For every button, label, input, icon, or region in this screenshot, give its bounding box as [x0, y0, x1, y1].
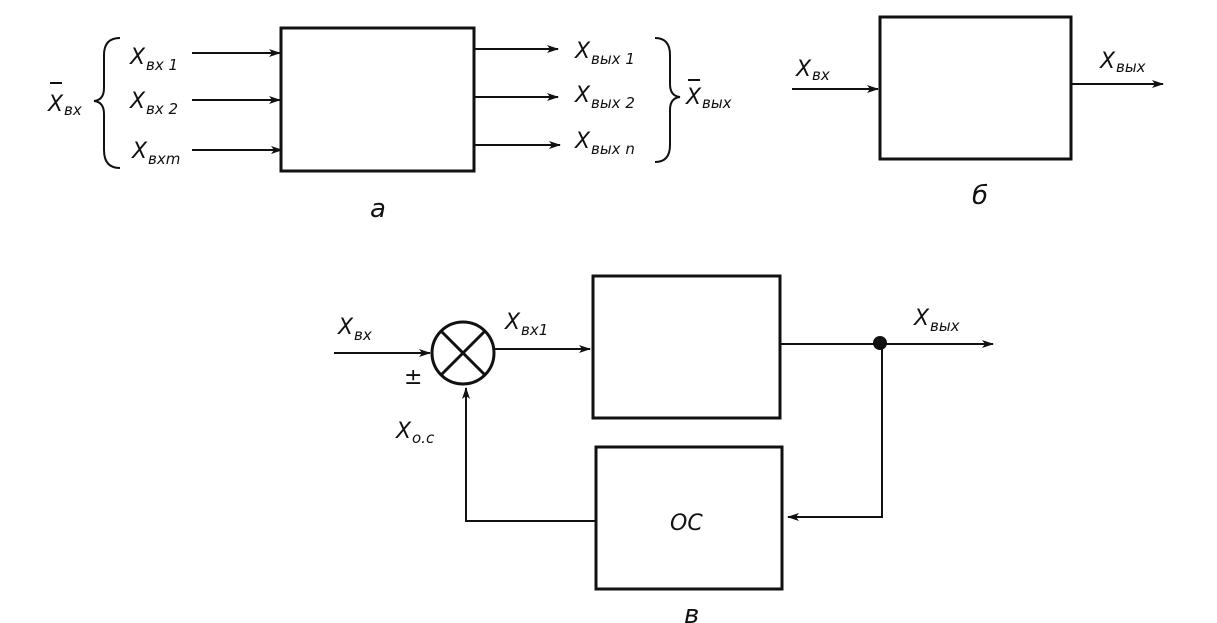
input-label-1: X вх 1 — [129, 45, 178, 74]
svg-text:X: X — [504, 310, 521, 335]
svg-text:вх: вх — [354, 326, 372, 344]
output-label-2: X вых 2 — [574, 83, 635, 112]
feedback-block-label: ОС — [670, 511, 703, 536]
svg-text:вых: вых — [1116, 58, 1146, 76]
svg-text:X: X — [795, 57, 812, 82]
svg-text:вх 2: вх 2 — [146, 100, 178, 118]
svg-text:X: X — [337, 315, 354, 340]
svg-text:X: X — [1099, 49, 1116, 74]
output-label-3: X вых n — [574, 129, 635, 158]
sign-label: ± — [404, 365, 422, 390]
svg-text:вх1: вх1 — [521, 321, 548, 339]
svg-text:X: X — [913, 306, 930, 331]
svg-text:вхm: вхm — [148, 150, 180, 168]
feedback-block — [594, 445, 784, 591]
output-label-1: X вых 1 — [574, 39, 635, 68]
input-label-2: X вх 2 — [129, 89, 178, 118]
feedback-line-to-block — [787, 343, 883, 521]
svg-text:X: X — [129, 45, 146, 70]
output-vector-sub: вых — [702, 94, 732, 112]
summing-junction — [430, 320, 496, 386]
svg-text:X: X — [395, 419, 412, 444]
input-label: X вх — [337, 315, 372, 344]
feedback-signal-label: X o.c — [395, 419, 435, 447]
svg-text:вых 1: вых 1 — [591, 50, 635, 68]
input-label-3: X вхm — [131, 139, 180, 168]
svg-text:вх: вх — [812, 66, 830, 84]
svg-text:X: X — [574, 83, 591, 108]
input-vector-label: X вх — [47, 82, 82, 119]
branch-point — [873, 336, 887, 350]
forward-block — [591, 274, 782, 420]
output-vector-main: X — [685, 85, 702, 110]
input-vector-main: X — [47, 92, 64, 117]
system-block-b — [878, 15, 1073, 161]
output-label: X вых — [913, 306, 960, 335]
caption-a: а — [370, 194, 386, 224]
diagram-c: X вх ± X вх1 X вых ОС X o.c — [334, 274, 994, 623]
diagram-a: X вх X вх 1 X вх 2 X вхm X вых — [47, 26, 732, 224]
output-vector-label: X вых — [685, 79, 732, 112]
svg-text:вых: вых — [930, 317, 960, 335]
svg-text:вых n: вых n — [591, 140, 635, 158]
output-label: X вых — [1099, 49, 1146, 76]
diagram-b: X вх X вых б — [792, 15, 1164, 211]
input-vector-sub: вх — [64, 101, 82, 119]
svg-text:X: X — [131, 139, 148, 164]
caption-b: б — [972, 181, 988, 211]
input-brace — [93, 37, 121, 169]
svg-text:X: X — [574, 39, 591, 64]
output-brace — [654, 37, 681, 163]
input-label: X вх — [795, 57, 830, 84]
mid-signal-label: X вх1 — [504, 310, 548, 339]
svg-text:X: X — [574, 129, 591, 154]
caption-c: в — [684, 600, 699, 623]
svg-text:o.c: o.c — [412, 429, 435, 447]
svg-text:вых 2: вых 2 — [591, 94, 635, 112]
system-block-a — [279, 26, 476, 173]
feedback-line-to-junction — [462, 387, 596, 522]
svg-text:вх 1: вх 1 — [146, 56, 178, 74]
svg-text:X: X — [129, 89, 146, 114]
